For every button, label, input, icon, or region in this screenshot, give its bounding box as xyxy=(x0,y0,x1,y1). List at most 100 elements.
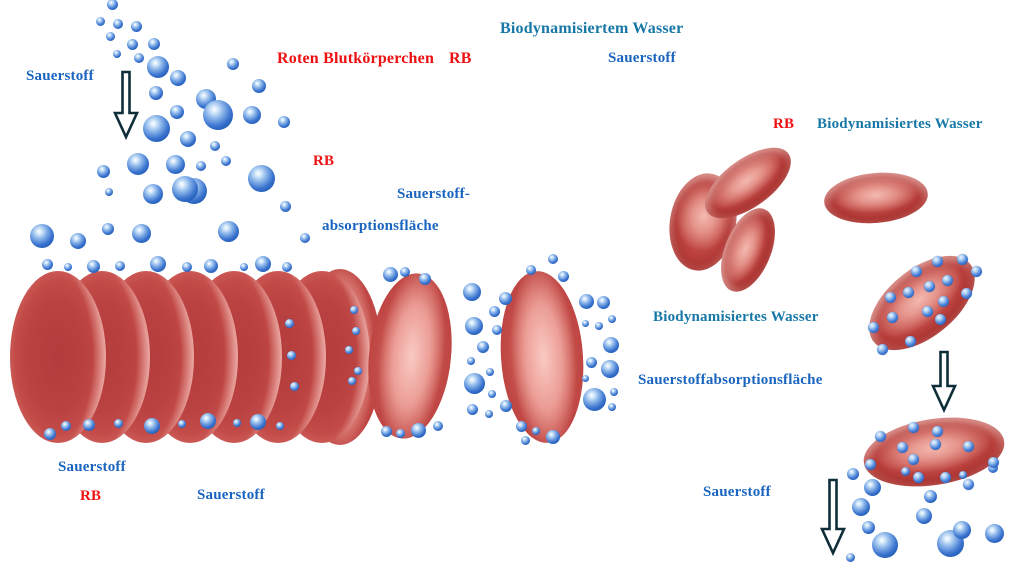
absorbed-oxygen-dot xyxy=(910,265,922,277)
oxygen-bubble xyxy=(581,319,589,327)
oxygen-bubble xyxy=(170,70,186,86)
absorbed-oxygen-dot xyxy=(941,274,953,286)
oxygen-bubble xyxy=(582,387,606,411)
oxygen-bubble xyxy=(863,478,881,496)
rb-top-label: RB xyxy=(449,50,472,67)
absorbed-oxygen-dot xyxy=(874,430,886,442)
oxygen-bubble xyxy=(64,263,72,271)
oxygen-bubble xyxy=(900,466,910,476)
oxygen-bubble xyxy=(984,523,1004,543)
absorbed-oxygen-dot xyxy=(867,321,879,333)
oxygen-bubble xyxy=(170,105,184,119)
absorbed-oxygen-dot xyxy=(907,453,919,465)
oxygen-bubble xyxy=(144,418,160,434)
oxygen-bubble xyxy=(115,261,125,271)
oxygen-bubble xyxy=(131,223,151,243)
oxygen-loaded-cell-2 xyxy=(858,408,1010,496)
oxygen-bubble xyxy=(520,435,530,445)
oxygen-bubble xyxy=(86,259,100,273)
oxygen-bubble xyxy=(105,188,113,196)
oxygen-bubble xyxy=(30,224,54,248)
oxygen-bubble xyxy=(200,413,216,429)
oxygen-bubble xyxy=(988,463,998,473)
oxygen-bubble xyxy=(463,283,481,301)
oxygen-bubble xyxy=(83,419,95,431)
oxygen-bubble xyxy=(240,263,248,271)
oxygen-bubble xyxy=(953,521,971,539)
oxygen-bubble xyxy=(126,38,138,50)
roten-blutkoerperchen-label: Roten Blutkörperchen xyxy=(277,50,435,67)
absorbed-oxygen-dot xyxy=(956,253,968,265)
oxygen-bubble xyxy=(603,337,619,353)
oxygen-bubble xyxy=(486,368,494,376)
absorbed-oxygen-dot xyxy=(902,286,914,298)
oxygen-bubble xyxy=(845,552,855,562)
oxygen-bubble xyxy=(300,233,310,243)
absorbed-oxygen-dot xyxy=(923,280,935,292)
oxygen-bubble xyxy=(196,161,206,171)
absorbed-oxygen-dot xyxy=(929,438,941,450)
oxygen-bubble xyxy=(172,176,198,202)
oxygen-bubble xyxy=(113,19,123,29)
oxygen-bubble xyxy=(149,86,163,100)
oxygen-bubble xyxy=(143,184,163,204)
rb-mid-left-label: RB xyxy=(313,153,335,169)
absorbed-oxygen-dot xyxy=(960,287,972,299)
oxygen-bubble xyxy=(113,50,121,58)
absorbed-oxygen-dot xyxy=(970,265,982,277)
sauerstoff-top-right-label: Sauerstoff xyxy=(608,50,676,66)
absorbed-oxygen-dot xyxy=(904,335,916,347)
absorptionsflaeche-label: absorptionsfläche xyxy=(322,218,439,234)
oxygen-bubble xyxy=(581,374,589,382)
oxygen-bubble xyxy=(221,156,231,166)
sauerstoffabsorptionsflaeche-label: Sauerstoffabsorptionsfläche xyxy=(638,372,823,388)
oxygen-bubble xyxy=(498,291,512,305)
absorbed-oxygen-dot xyxy=(352,327,360,335)
oxygen-bubble xyxy=(210,141,220,151)
oxygen-bubble xyxy=(419,273,431,285)
oxygen-bubble xyxy=(148,38,160,50)
oxygen-bubble xyxy=(44,428,56,440)
oxygen-bubble xyxy=(477,341,489,353)
oxygen-bubble xyxy=(102,223,114,235)
absorbed-oxygen-dot xyxy=(886,311,898,323)
oxygen-bubble xyxy=(250,414,266,430)
oxygen-bubble xyxy=(106,0,118,10)
oxygen-bubble xyxy=(227,58,239,70)
oxygen-bubble xyxy=(247,164,275,192)
absorbed-oxygen-dot xyxy=(931,255,943,267)
oxygen-bubble xyxy=(608,403,616,411)
oxygen-bubble xyxy=(382,266,398,282)
oxygen-bubble xyxy=(463,372,485,394)
oxygen-bubble xyxy=(595,322,603,330)
oxygen-bubble xyxy=(282,262,292,272)
arrow-oxygen-released xyxy=(819,478,847,557)
oxygen-bubble xyxy=(526,265,536,275)
oxygen-bubble xyxy=(548,254,558,264)
sauerstoff-bottom-left-label: Sauerstoff xyxy=(58,459,126,475)
absorbed-oxygen-dot xyxy=(354,367,362,375)
oxygen-bubble xyxy=(466,403,478,415)
oxygen-bubble xyxy=(96,164,110,178)
oxygen-bubble xyxy=(233,419,241,427)
absorbed-oxygen-dot xyxy=(987,456,999,468)
absorbed-oxygen-dot xyxy=(912,471,924,483)
oxygen-bubble xyxy=(41,258,53,270)
oxygen-bubble xyxy=(410,422,426,438)
biodynamisiertem-wasser-top-label: Biodynamisiertem Wasser xyxy=(500,20,684,37)
oxygen-bubble xyxy=(276,422,284,430)
oxygen-bubble xyxy=(165,154,185,174)
oxygen-bubble xyxy=(467,357,475,365)
absorbed-oxygen-dot xyxy=(962,478,974,490)
oxygen-bubble xyxy=(217,220,239,242)
oxygen-bubble xyxy=(861,520,875,534)
oxygen-bubble xyxy=(279,200,291,212)
oxygen-bubble xyxy=(532,427,540,435)
oxygen-bubble xyxy=(585,356,597,368)
oxygen-bubble xyxy=(608,315,616,323)
oxygen-bubble xyxy=(400,267,410,277)
oxygen-bubble xyxy=(70,233,86,249)
separating-cell-1 xyxy=(360,269,460,443)
oxygen-bubble xyxy=(488,305,500,317)
